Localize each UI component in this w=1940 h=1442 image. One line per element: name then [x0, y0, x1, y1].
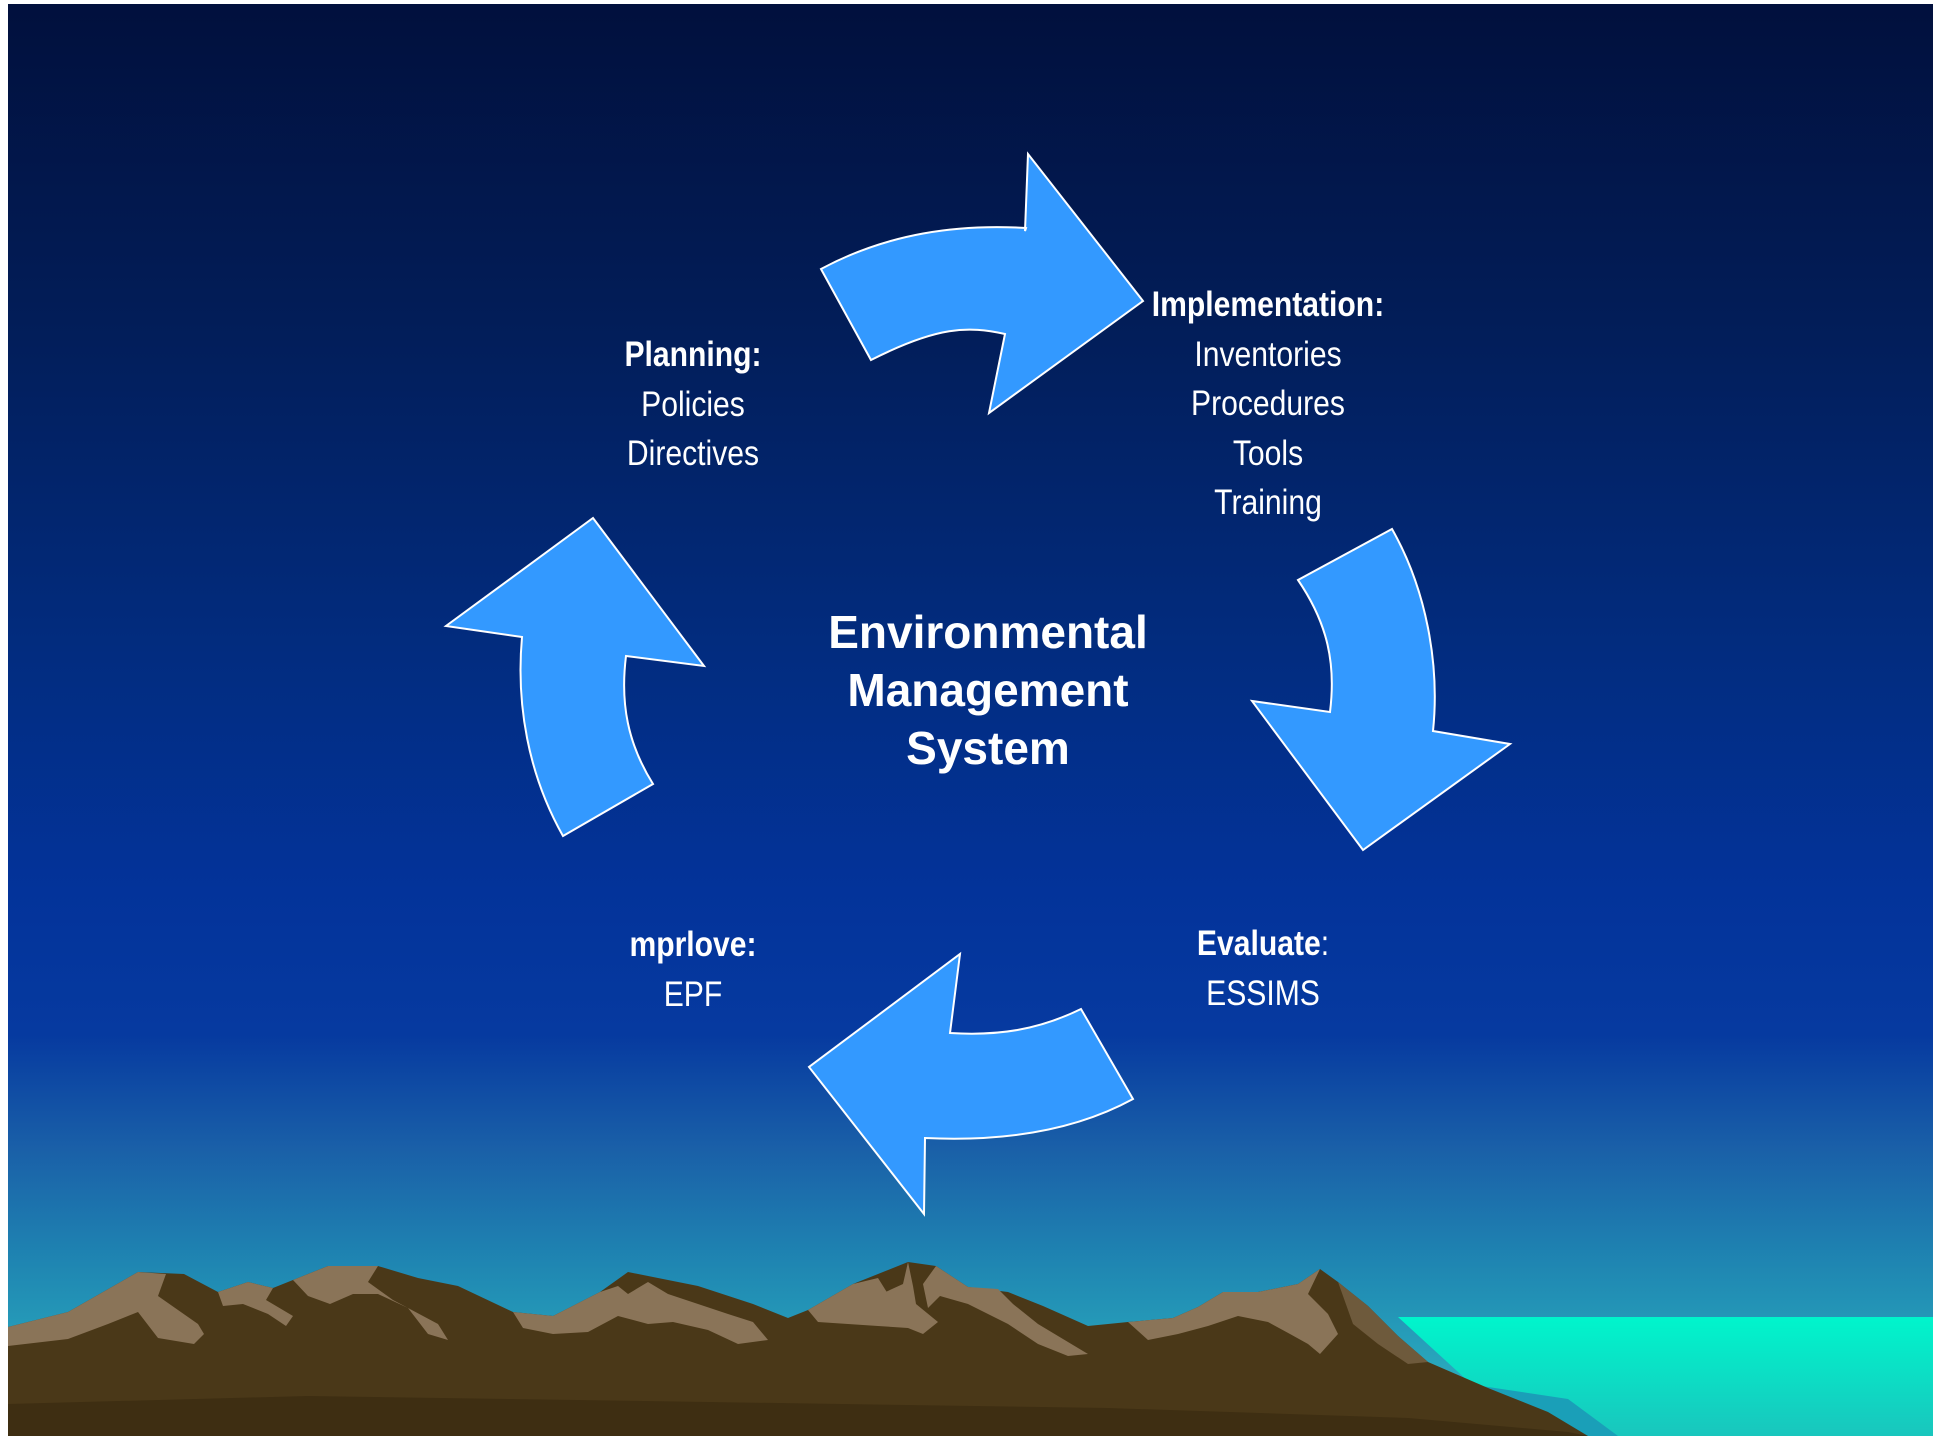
implementation-item-procedures: Procedures — [1191, 384, 1345, 423]
center-title-line-1: Environmental — [828, 606, 1148, 658]
arrow-planning-to-implementation — [819, 151, 1145, 416]
planning-item-directives: Directives — [626, 434, 760, 473]
improve-stage-label: mprlove: EPF — [586, 920, 801, 1019]
mountain-face-7 — [1128, 1269, 1338, 1354]
arrow-evaluate-to-improve — [807, 951, 1135, 1217]
mountain-face-3 — [293, 1266, 448, 1340]
improve-title: mprlove: — [629, 925, 757, 964]
center-title-line-2: Management — [847, 664, 1129, 716]
improve-item-epf: EPF — [663, 974, 723, 1014]
evaluate-title-colon: : — [1320, 924, 1330, 963]
planning-item-policies: Policies — [641, 384, 745, 424]
mountain-face-1 — [8, 1272, 204, 1346]
slide-background: Planning: Policies Directives Implementa… — [8, 4, 1933, 1436]
evaluate-item-essims: ESSIMS — [1206, 973, 1320, 1013]
evaluate-title: Evaluate — [1196, 924, 1321, 963]
center-title-line-3: System — [906, 722, 1070, 774]
arrow-improve-to-planning — [443, 516, 707, 838]
planning-stage-label: Planning: Policies Directives — [586, 330, 801, 479]
mountain-face-4 — [513, 1282, 768, 1344]
mountain-shadow-base — [8, 1396, 1588, 1436]
arrow-implementation-to-evaluate — [1249, 527, 1513, 852]
mountain-face-8 — [1338, 1282, 1428, 1364]
implementation-title: Implementation: — [1151, 285, 1385, 324]
cycle-diagram — [8, 151, 1933, 1436]
mountain-face-6 — [923, 1266, 1088, 1356]
planning-title: Planning: — [624, 335, 762, 374]
evaluate-title-line: Evaluate: — [1156, 919, 1371, 969]
center-title: Environmental Management System — [708, 603, 1268, 777]
implementation-item-tools: Tools — [1232, 433, 1304, 473]
mountain-face-5 — [808, 1262, 938, 1334]
evaluate-stage-label: Evaluate: ESSIMS — [1156, 919, 1371, 1018]
implementation-stage-label: Implementation: Inventories Procedures T… — [1130, 280, 1405, 528]
implementation-item-inventories: Inventories — [1194, 334, 1342, 374]
mountain-face-2 — [218, 1282, 293, 1326]
implementation-item-training: Training — [1214, 483, 1322, 522]
